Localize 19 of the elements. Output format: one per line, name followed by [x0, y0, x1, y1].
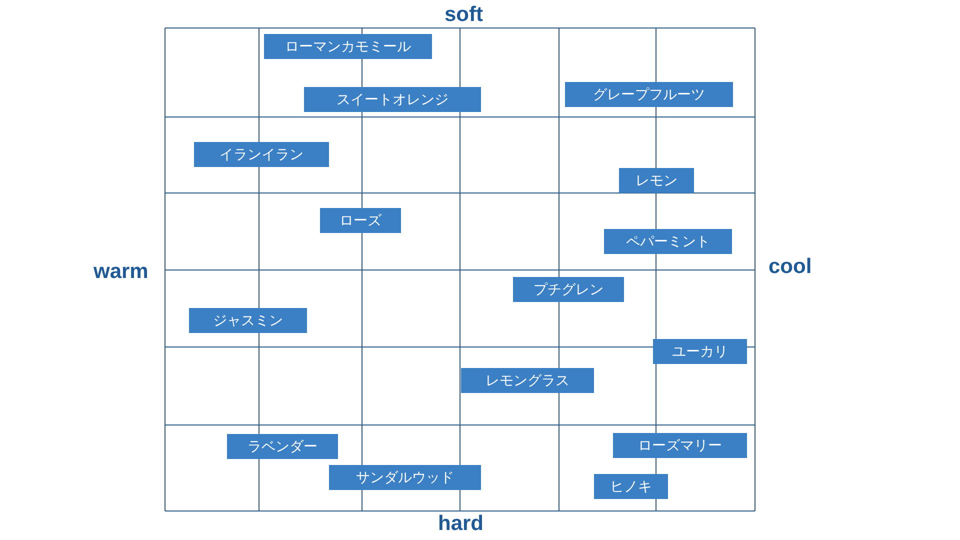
label-box: ローズマリー: [613, 433, 747, 458]
label-box: イランイラン: [194, 142, 329, 167]
label-box: レモン: [619, 168, 694, 193]
label-box: ヒノキ: [594, 474, 668, 499]
label-box: ペパーミント: [604, 229, 732, 254]
axis-label: warm: [94, 260, 148, 284]
label-box: ローマンカモミール: [264, 34, 432, 59]
label-box: グレープフルーツ: [565, 82, 733, 107]
label-box: ラベンダー: [227, 434, 338, 459]
label-box: レモングラス: [461, 368, 594, 393]
label-box: ジャスミン: [189, 308, 307, 333]
axis-label: hard: [438, 512, 484, 536]
label-box: ユーカリ: [653, 339, 747, 364]
axis-label: cool: [768, 255, 812, 279]
axis-label: soft: [444, 3, 483, 27]
label-box: スイートオレンジ: [304, 87, 481, 112]
label-box: プチグレン: [513, 277, 624, 302]
label-box: ローズ: [320, 208, 401, 233]
label-box: サンダルウッド: [329, 465, 481, 490]
